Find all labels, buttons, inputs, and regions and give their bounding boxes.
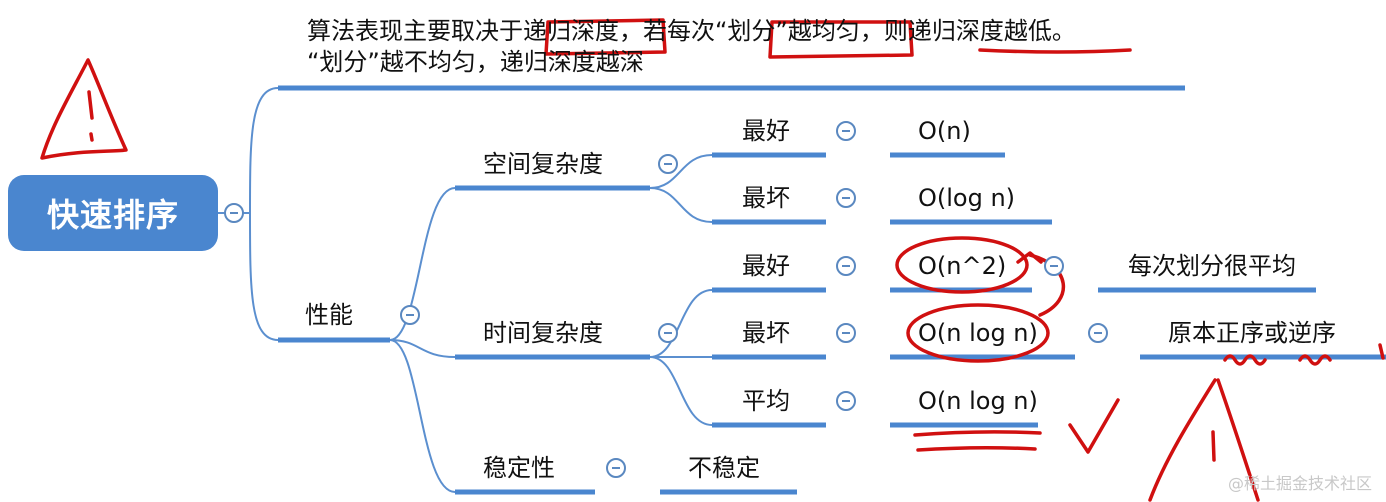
performance-label[interactable]: 性能 bbox=[305, 301, 353, 329]
underline-depth-lower bbox=[978, 48, 1132, 54]
collapse-icon[interactable] bbox=[658, 154, 678, 174]
time-best-label[interactable]: 最好 bbox=[742, 252, 790, 280]
collapse-icon[interactable] bbox=[224, 203, 244, 223]
space-best-label[interactable]: 最好 bbox=[742, 117, 790, 145]
connector-performance-stability bbox=[389, 339, 456, 493]
warning-triangle-left bbox=[40, 58, 128, 160]
space-worst-value[interactable]: O(log n) bbox=[918, 184, 1016, 212]
connector-root-performance bbox=[249, 212, 279, 341]
time-average-value[interactable]: O(n log n) bbox=[918, 387, 1038, 415]
underline-average bbox=[913, 430, 1042, 452]
collapse-icon[interactable] bbox=[658, 323, 678, 343]
warning-triangle-right bbox=[1148, 378, 1260, 502]
stability-label[interactable]: 稳定性 bbox=[483, 454, 555, 482]
connector-space-best bbox=[649, 154, 713, 189]
space-complexity-label[interactable]: 空间复杂度 bbox=[483, 150, 603, 178]
connector-performance-time bbox=[389, 339, 456, 358]
stability-value[interactable]: 不稳定 bbox=[688, 454, 760, 482]
time-worst-value[interactable]: O(n log n) bbox=[918, 319, 1038, 347]
time-worst-note[interactable]: 原本正序或逆序 bbox=[1168, 319, 1336, 347]
watermark: @稀土掘金技术社区 bbox=[1227, 474, 1372, 493]
box-partition bbox=[768, 20, 914, 59]
collapse-icon[interactable] bbox=[606, 458, 626, 478]
connector-root-note bbox=[249, 87, 279, 214]
connector-performance-space bbox=[389, 187, 456, 341]
circle-on2 bbox=[895, 236, 1029, 294]
time-best-value[interactable]: O(n^2) bbox=[918, 252, 1007, 280]
warning-mark-right bbox=[1211, 430, 1216, 462]
warning-mark-left bbox=[87, 90, 94, 142]
collapse-icon[interactable] bbox=[836, 188, 856, 208]
collapse-icon[interactable] bbox=[400, 305, 420, 325]
connector-space-worst bbox=[649, 187, 713, 223]
time-complexity-label[interactable]: 时间复杂度 bbox=[483, 319, 603, 347]
note-line-1: 算法表现主要取决于递归深度，若每次“划分”越均匀，则递归深度越低。 bbox=[307, 17, 1076, 45]
collapse-icon[interactable] bbox=[836, 256, 856, 276]
root-node[interactable]: 快速排序 bbox=[8, 175, 218, 251]
collapse-icon[interactable] bbox=[1044, 256, 1064, 276]
time-average-label[interactable]: 平均 bbox=[742, 387, 790, 415]
connector-time-average bbox=[649, 356, 713, 426]
box-recursion-depth bbox=[544, 18, 667, 56]
connector-time-best bbox=[649, 289, 713, 358]
space-worst-label[interactable]: 最坏 bbox=[742, 184, 790, 212]
collapse-icon[interactable] bbox=[1088, 323, 1108, 343]
note-line-2: “划分”越不均匀，递归深度越深 bbox=[307, 48, 644, 76]
scribble-original-order bbox=[1223, 343, 1385, 366]
circle-onlogn bbox=[906, 303, 1050, 363]
time-best-note[interactable]: 每次划分很平均 bbox=[1128, 252, 1296, 280]
collapse-icon[interactable] bbox=[836, 391, 856, 411]
checkmark bbox=[1068, 398, 1120, 454]
collapse-icon[interactable] bbox=[836, 121, 856, 141]
collapse-icon[interactable] bbox=[836, 323, 856, 343]
time-worst-label[interactable]: 最坏 bbox=[742, 319, 790, 347]
swap-arrow bbox=[1016, 251, 1066, 317]
space-best-value[interactable]: O(n) bbox=[918, 117, 971, 145]
